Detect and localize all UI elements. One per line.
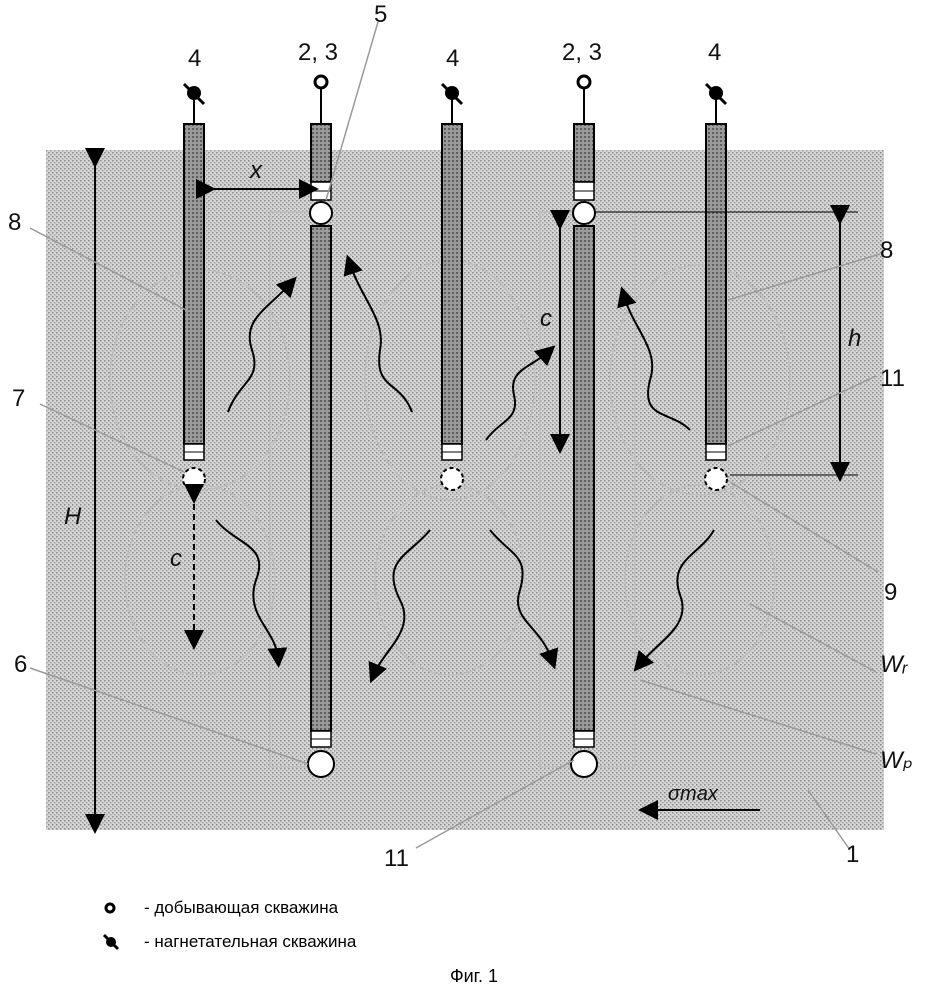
label-8-left: 8 <box>8 209 21 236</box>
producer-well-icon <box>100 896 130 920</box>
label-well-top-left: 4 <box>188 45 201 72</box>
injector-well-icon <box>100 930 130 954</box>
injection-well-center <box>441 93 463 490</box>
label-11-bottom: 11 <box>384 845 409 872</box>
label-x: x <box>249 157 263 184</box>
label-wr: Wᵣ <box>880 651 909 678</box>
label-1: 1 <box>846 841 859 868</box>
label-5: 5 <box>374 1 387 28</box>
label-c-left: c <box>170 545 182 572</box>
legend-injector-text: - нагнетательная скважина <box>144 932 356 952</box>
label-11-right: 11 <box>880 365 905 392</box>
label-8-right: 8 <box>880 237 893 264</box>
label-sigma: σmax <box>668 783 719 805</box>
legend-injector: - нагнетательная скважина <box>100 930 356 954</box>
legend-producer-text: - добывающая скважина <box>144 898 338 918</box>
label-H: H <box>64 503 82 530</box>
formation-block <box>46 150 884 830</box>
label-wp: Wₚ <box>880 747 913 774</box>
production-well-second <box>308 88 334 777</box>
label-well-top-second: 2, 3 <box>298 39 338 66</box>
label-6: 6 <box>14 651 27 678</box>
label-well-top-center: 4 <box>446 45 459 72</box>
figure-caption: Фиг. 1 <box>0 966 948 987</box>
label-well-top-fourth: 2, 3 <box>562 39 602 66</box>
injector-head-icon <box>184 84 726 104</box>
label-c-right: c <box>540 305 552 332</box>
label-7: 7 <box>12 385 25 412</box>
label-9: 9 <box>884 579 897 606</box>
production-well-fourth <box>571 88 597 777</box>
injection-well-left <box>183 93 205 490</box>
injection-well-right <box>705 93 727 490</box>
legend-producer: - добывающая скважина <box>100 896 338 920</box>
label-h: h <box>848 325 861 352</box>
label-well-top-right: 4 <box>708 39 721 66</box>
